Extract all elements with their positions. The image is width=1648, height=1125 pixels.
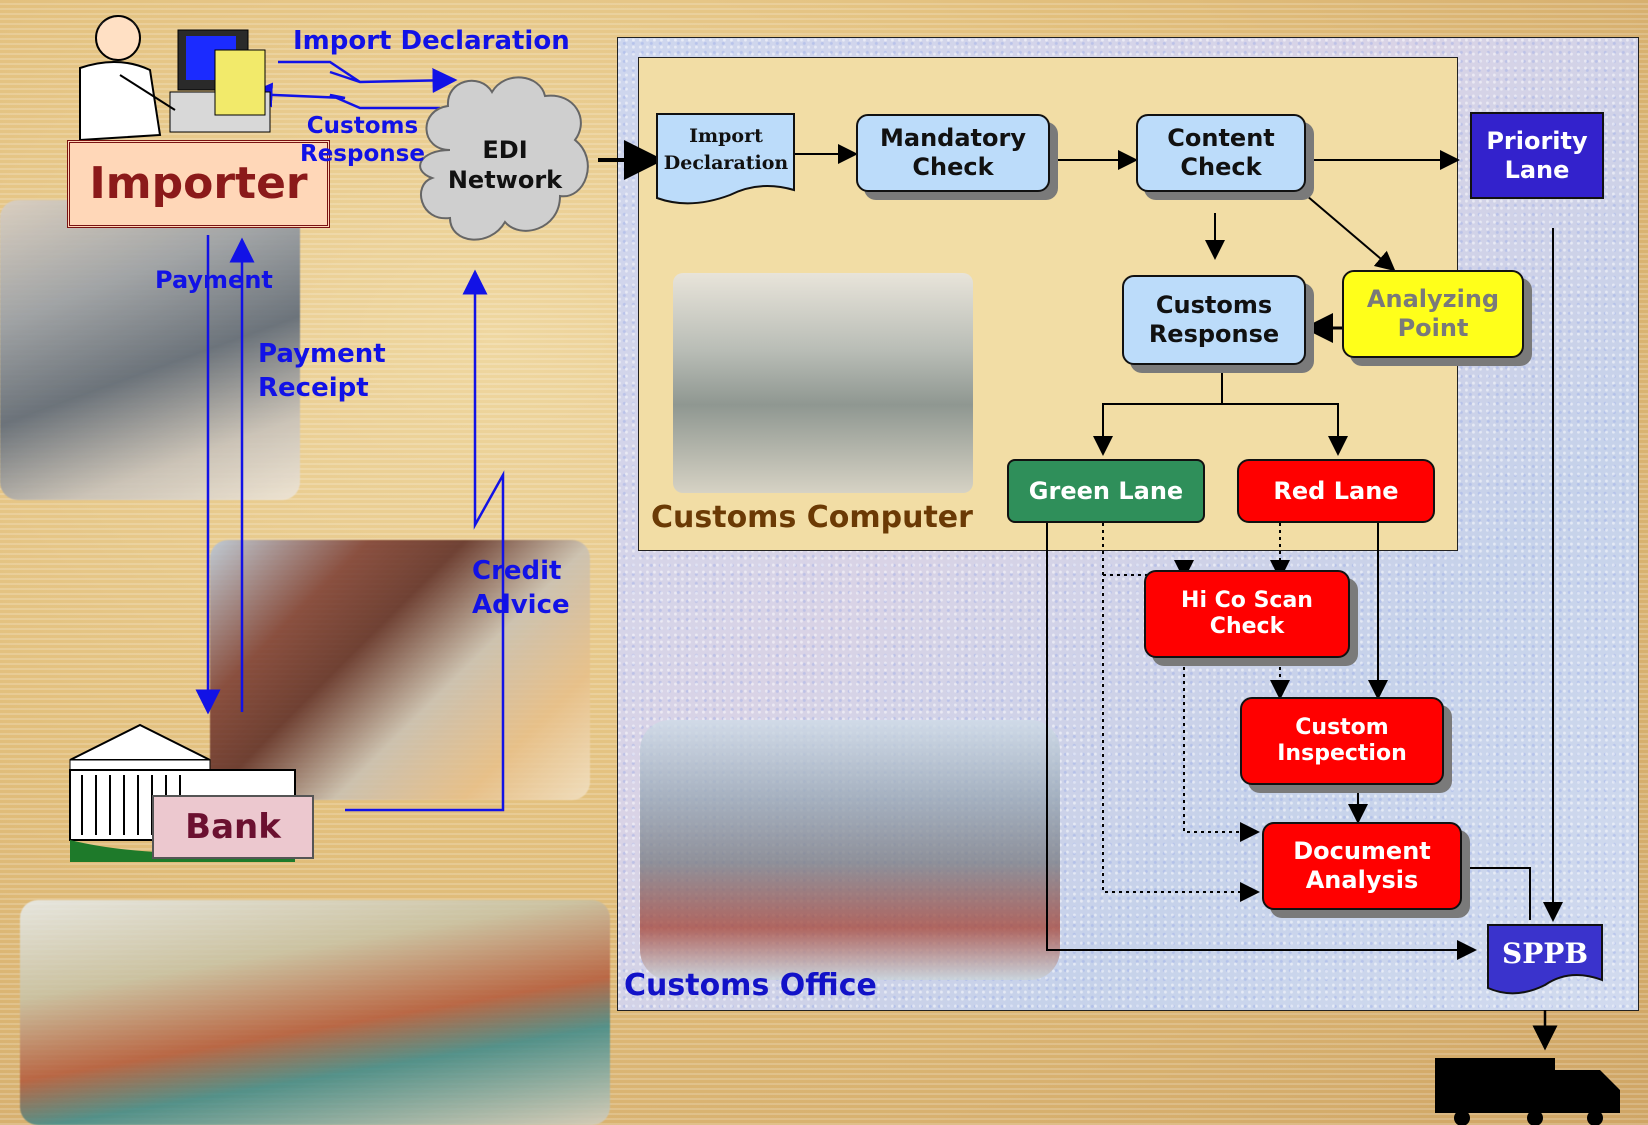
importer-box: Importer (67, 140, 330, 228)
payment-receipt-label: Payment Receipt (258, 339, 386, 403)
priority-lane-box: Priority Lane (1470, 112, 1604, 199)
control-room-photo (673, 273, 973, 493)
document-analysis-box: Document Analysis (1262, 822, 1462, 910)
bank-box: Bank (152, 795, 314, 859)
customs-building-photo (640, 720, 1060, 980)
customs-office-label: Customs Office (624, 968, 877, 1003)
customs-response-box: Customs Response (1122, 275, 1306, 365)
red-lane-box: Red Lane (1237, 459, 1435, 523)
person-at-computer-icon (79, 15, 271, 142)
green-lane-box: Green Lane (1007, 459, 1205, 523)
custom-inspection-box: Custom Inspection (1240, 697, 1444, 785)
hi-co-scan-check-box: Hi Co Scan Check (1144, 570, 1350, 658)
analyzing-point-box: Analyzing Point (1342, 270, 1524, 358)
edi-network-label: EDI Network (447, 136, 563, 194)
container-yard-photo (20, 900, 610, 1125)
credit-advice-label: Credit Advice (472, 556, 570, 620)
content-check-box: Content Check (1136, 114, 1306, 192)
customs-computer-label: Customs Computer (651, 500, 973, 535)
sppb-document-shape (1487, 924, 1603, 995)
import-declaration-label: Import Declaration (293, 26, 570, 56)
mandatory-check-box: Mandatory Check (856, 114, 1050, 192)
credit-advice-arrow (345, 269, 505, 812)
cloud-icon (419, 76, 589, 241)
payment-label: Payment (155, 266, 273, 294)
container-port-photo (210, 540, 590, 800)
sppb-label: SPPB (1502, 937, 1588, 970)
import-declaration-arrow (278, 60, 458, 93)
customs-response-label: Customs Response (300, 113, 425, 167)
customs-response-arrow (247, 82, 440, 110)
import-declaration-document-shape (656, 113, 795, 205)
truck-icon (1435, 1058, 1620, 1125)
import-declaration-doc-label: Import Declaration (663, 125, 789, 174)
